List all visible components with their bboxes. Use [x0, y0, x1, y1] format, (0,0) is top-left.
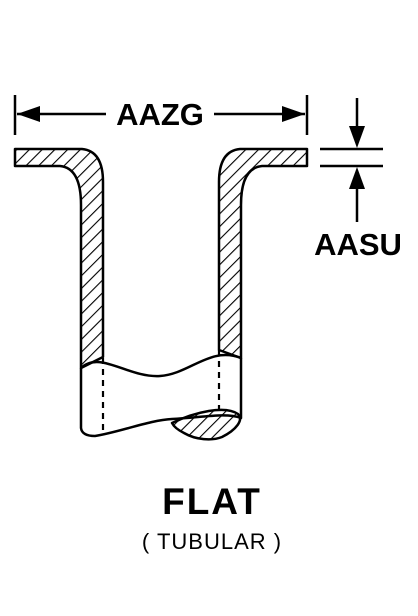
- width-arrowhead-left: [17, 106, 40, 122]
- rivet-left-wall-section: [13, 147, 105, 370]
- rivet-lower-cut-section: [170, 408, 242, 441]
- rivet-right-wall-section: [217, 147, 309, 360]
- rivet-body: [13, 147, 309, 441]
- width-arrowhead-right: [282, 106, 305, 122]
- diagram-subtitle: ( TUBULAR ): [142, 529, 282, 554]
- thickness-dimension: AASU: [314, 98, 402, 262]
- rivet-break-line: [80, 353, 242, 378]
- diagram-title: FLAT: [162, 481, 262, 522]
- thickness-dimension-label: AASU: [314, 227, 402, 262]
- width-dimension-label: AAZG: [116, 97, 204, 132]
- width-dimension: AAZG: [13, 95, 309, 135]
- thickness-arrowhead-bottom: [349, 167, 365, 189]
- thickness-arrowhead-top: [349, 126, 365, 148]
